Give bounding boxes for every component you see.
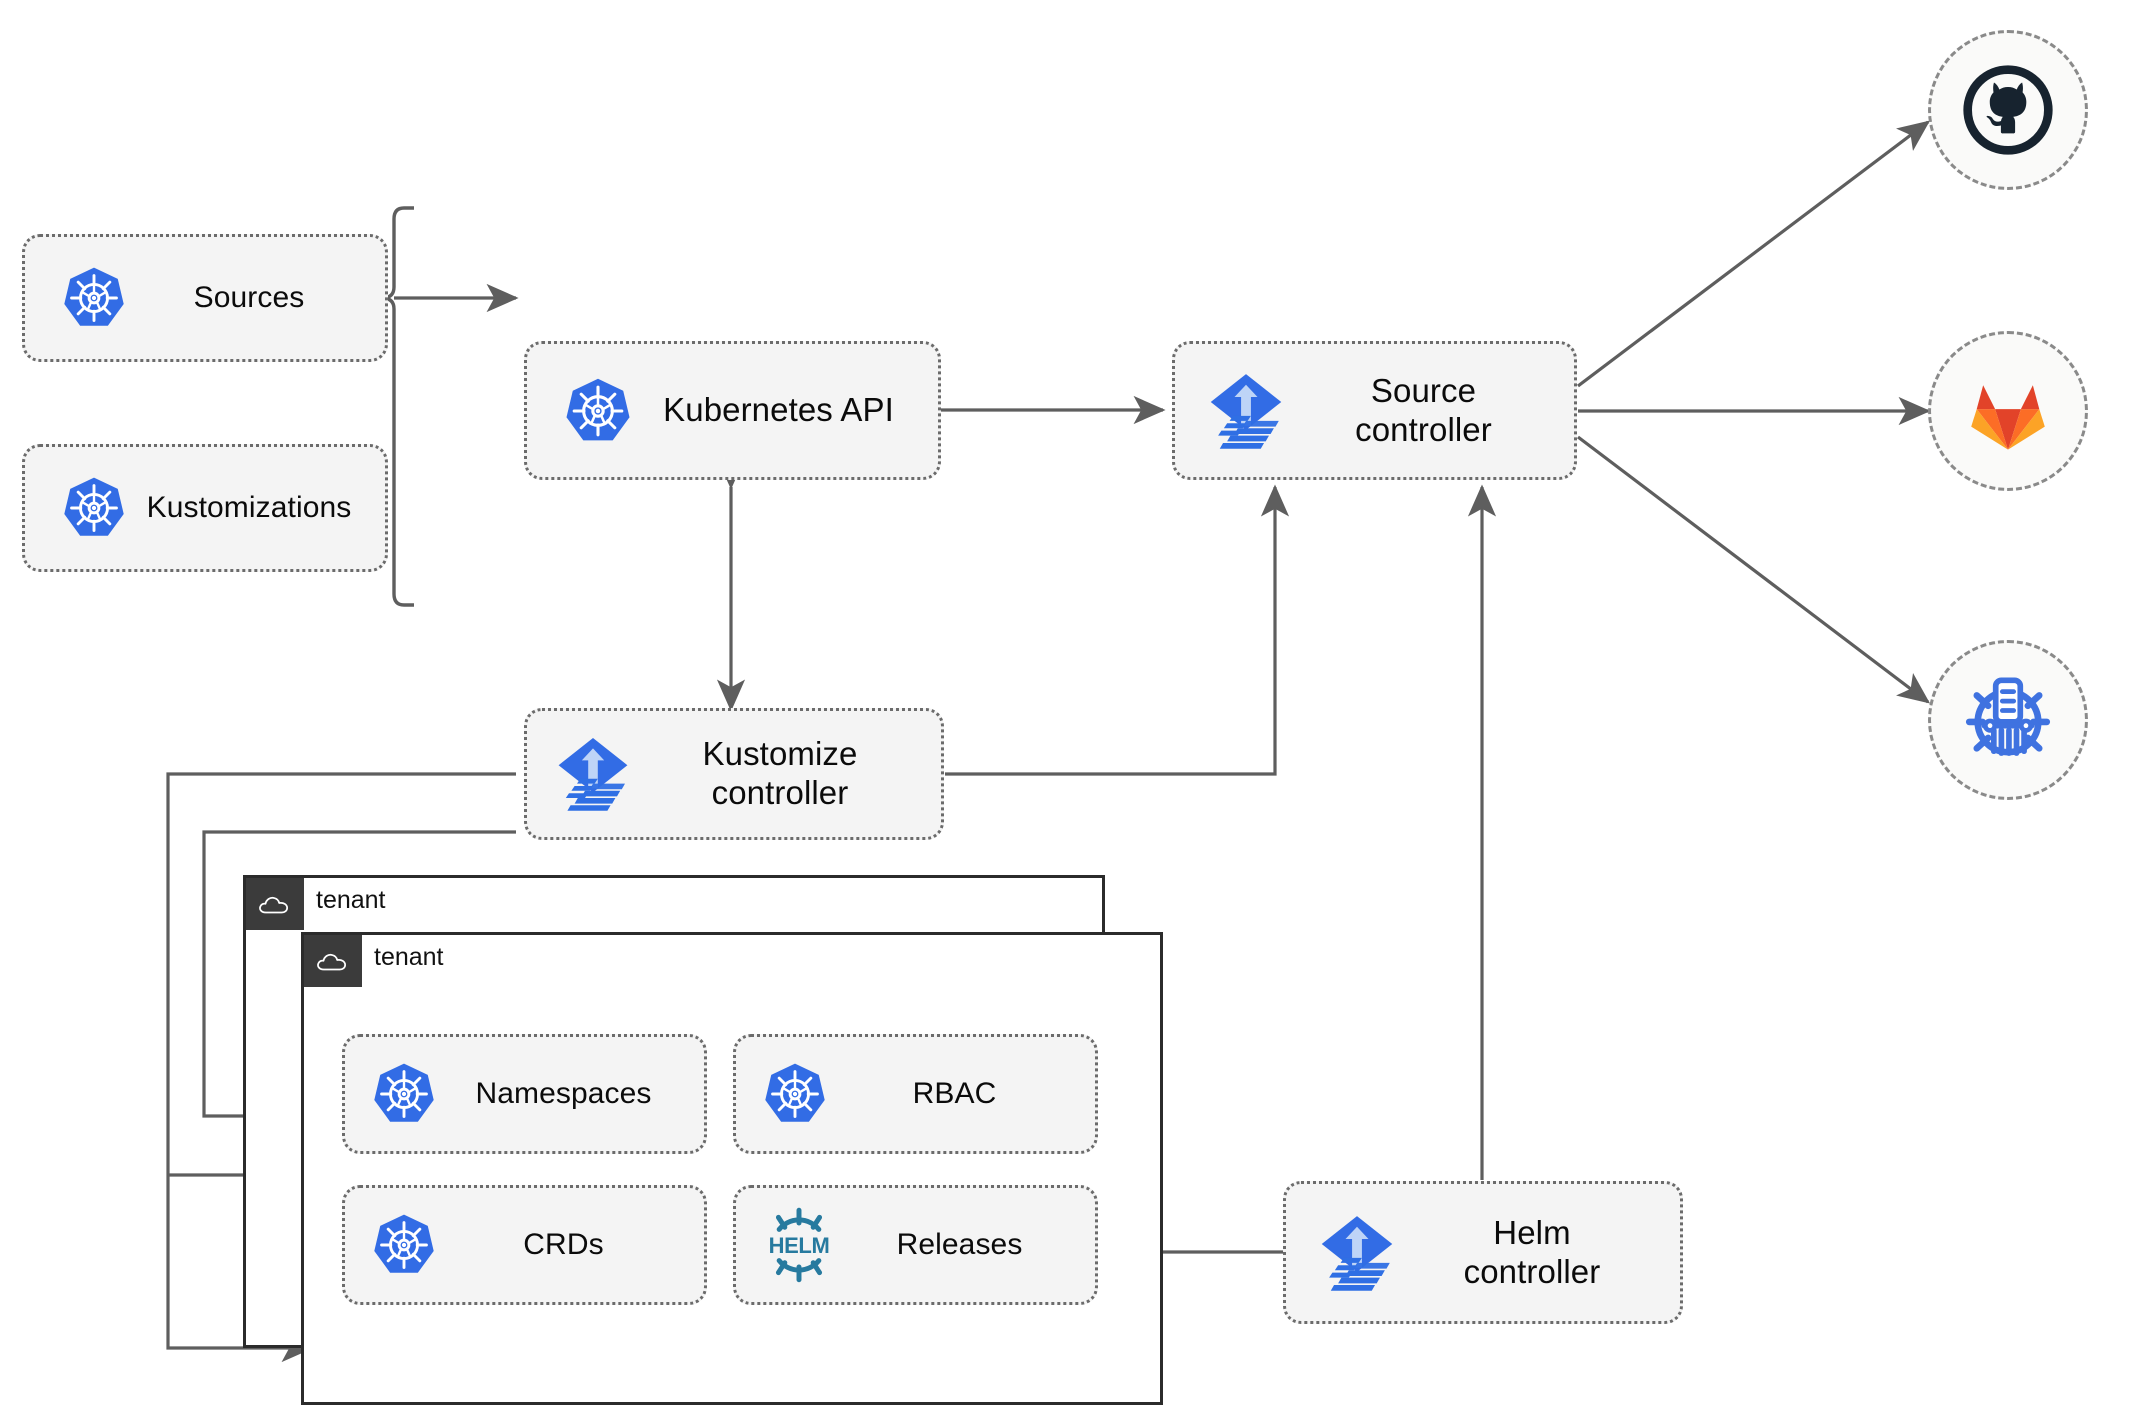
node-helm-controller-line1: Helm bbox=[1493, 1213, 1571, 1251]
helm-icon bbox=[760, 1206, 838, 1284]
node-kustomize-controller-line1: Kustomize bbox=[702, 735, 858, 773]
kubernetes-icon bbox=[61, 475, 127, 541]
cloud-icon bbox=[304, 935, 362, 987]
tenant-inner-label: tenant bbox=[374, 943, 444, 971]
node-kubernetes-api[interactable]: Kubernetes API bbox=[524, 341, 941, 480]
node-releases-label: Releases bbox=[896, 1228, 1023, 1262]
node-kustomize-controller[interactable]: Kustomize controller bbox=[524, 708, 944, 840]
node-sources-label: Sources bbox=[193, 281, 305, 315]
node-rbac-label: RBAC bbox=[912, 1077, 997, 1111]
wire-resources-brace bbox=[383, 206, 414, 607]
wire-source-to-registry bbox=[1577, 435, 1931, 704]
kubernetes-icon bbox=[371, 1061, 437, 1127]
wire-source-to-github bbox=[1577, 120, 1931, 388]
flux-icon bbox=[553, 734, 633, 814]
tenant-inner-container[interactable]: tenant bbox=[301, 932, 1163, 1405]
kubernetes-icon bbox=[762, 1061, 828, 1127]
gitlab-icon bbox=[1962, 365, 2054, 457]
node-kubernetes-api-label: Kubernetes API bbox=[663, 391, 894, 429]
flux-icon bbox=[1205, 370, 1287, 452]
node-source-controller-line1: Source bbox=[1370, 371, 1477, 409]
node-source-controller-line2: controller bbox=[1355, 410, 1492, 448]
tenant-outer-label: tenant bbox=[316, 886, 386, 914]
helm-registry-icon bbox=[1956, 668, 2060, 772]
wire-kustomize-to-source bbox=[945, 484, 1290, 776]
node-kustomizations-label: Kustomizations bbox=[146, 491, 352, 525]
node-kustomizations[interactable]: Kustomizations bbox=[22, 444, 388, 572]
node-helm-controller-line2: controller bbox=[1463, 1252, 1601, 1290]
node-crds-label: CRDs bbox=[523, 1228, 604, 1262]
node-crds[interactable]: CRDs bbox=[342, 1185, 707, 1305]
node-sources[interactable]: Sources bbox=[22, 234, 388, 362]
node-kustomize-controller-line2: controller bbox=[711, 774, 849, 811]
github-icon bbox=[1960, 62, 2056, 158]
kubernetes-icon bbox=[61, 265, 127, 331]
node-releases[interactable]: Releases bbox=[733, 1185, 1098, 1305]
node-namespaces[interactable]: Namespaces bbox=[342, 1034, 707, 1154]
provider-helm-registry[interactable] bbox=[1928, 640, 2088, 800]
provider-gitlab[interactable] bbox=[1928, 331, 2088, 491]
cloud-icon bbox=[246, 878, 304, 930]
node-rbac[interactable]: RBAC bbox=[733, 1034, 1098, 1154]
provider-github[interactable] bbox=[1928, 30, 2088, 190]
flux-icon bbox=[1316, 1212, 1398, 1294]
kubernetes-icon bbox=[563, 376, 633, 446]
node-source-controller[interactable]: Source controller bbox=[1172, 341, 1577, 480]
kubernetes-icon bbox=[371, 1212, 437, 1278]
node-helm-controller[interactable]: Helm controller bbox=[1283, 1181, 1683, 1324]
node-namespaces-label: Namespaces bbox=[475, 1077, 652, 1111]
